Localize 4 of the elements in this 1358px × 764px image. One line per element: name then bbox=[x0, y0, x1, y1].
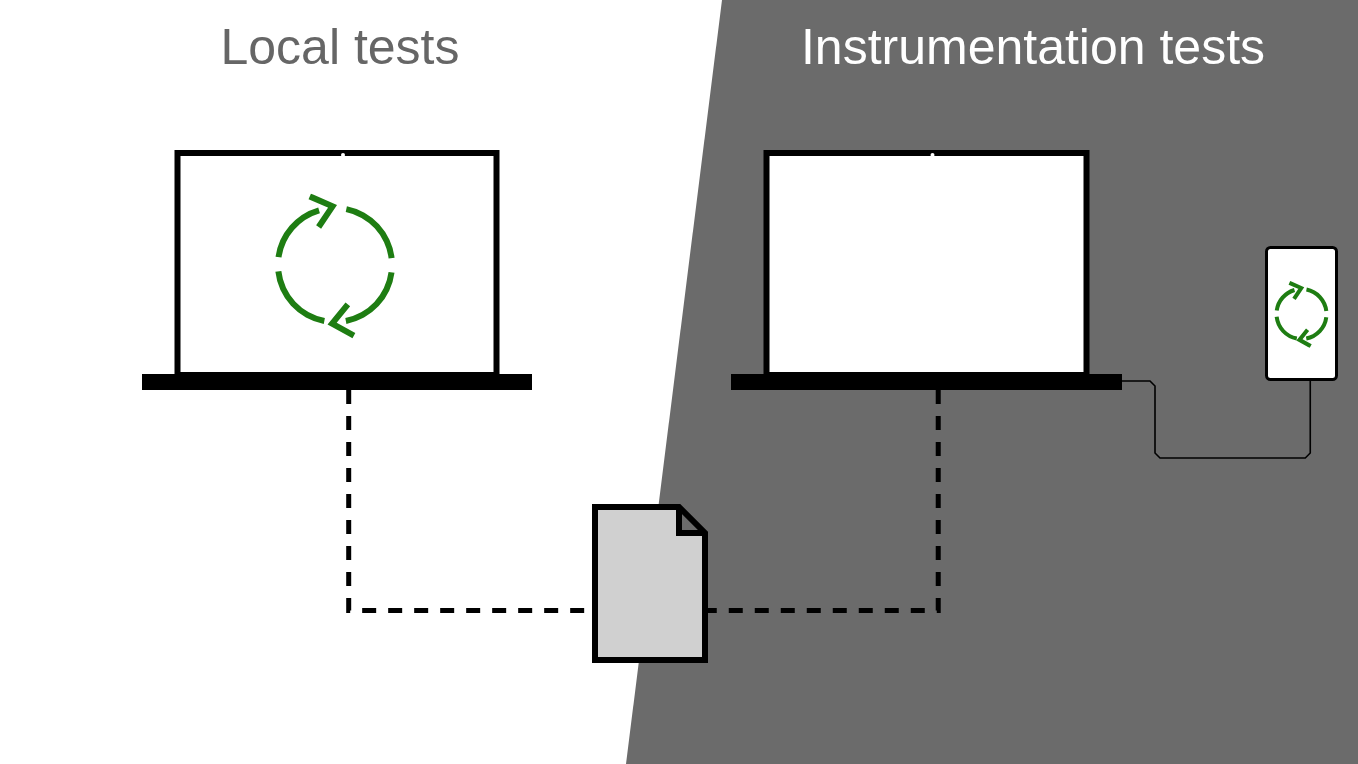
section-title: Instrumentation tests bbox=[800, 18, 1266, 76]
section-title: Local tests bbox=[220, 18, 460, 76]
dashed-connector bbox=[708, 390, 941, 614]
cable bbox=[1121, 380, 1312, 459]
